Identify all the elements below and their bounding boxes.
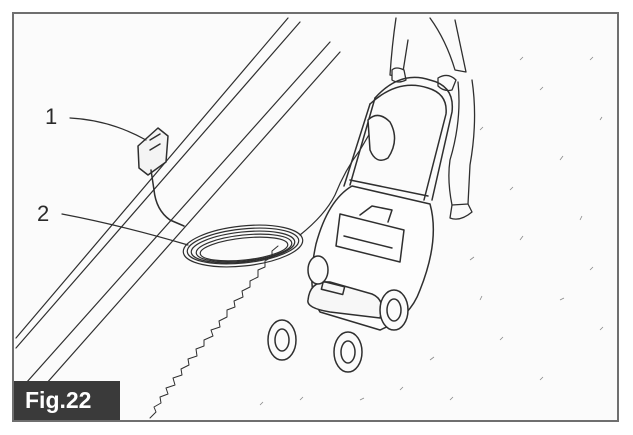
figure-label: Fig.22 <box>14 381 120 420</box>
grass-edge <box>150 246 278 418</box>
mower-handle <box>344 77 452 200</box>
operator-figure <box>390 18 475 219</box>
power-outlet-icon <box>138 128 184 226</box>
callout-leader-1 <box>70 118 146 140</box>
callout-number-2: 2 <box>37 203 49 225</box>
callout-number-1: 1 <box>45 106 57 128</box>
